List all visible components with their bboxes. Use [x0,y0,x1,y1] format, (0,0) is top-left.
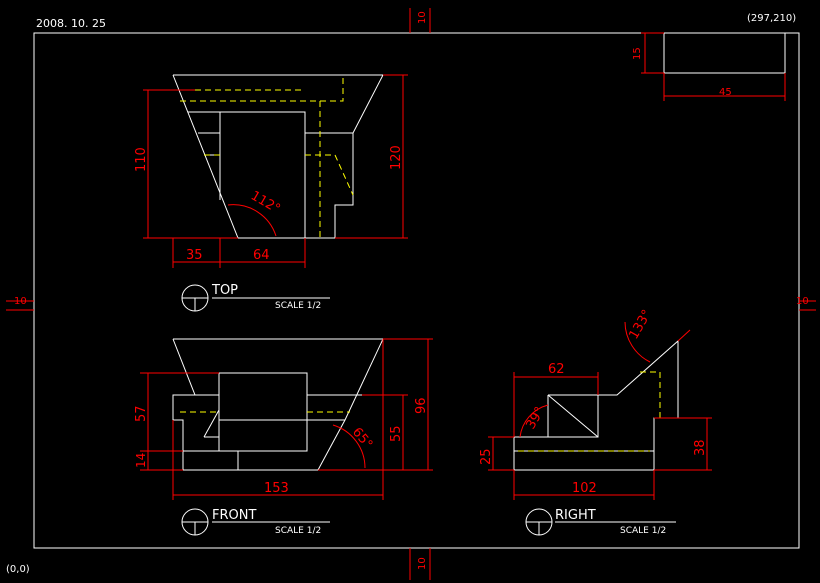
front-dim-57: 57 [134,405,149,422]
title-block: 15 45 [632,32,786,101]
front-dim-96: 96 [414,397,429,414]
front-dim-55: 55 [389,425,404,442]
front-view: 57 14 55 96 153 65° [134,338,433,500]
right-view-scale: SCALE 1/2 [620,526,666,536]
top-view-scale: SCALE 1/2 [275,301,321,311]
front-view-title: FRONT [212,508,256,523]
margin-left-label: 10 [14,296,27,307]
top-view-label: TOP SCALE 1/2 [181,283,330,312]
right-dim-102: 102 [572,481,597,496]
right-dim-25: 25 [479,448,494,465]
top-right-coordinate: (297,210) [747,13,796,24]
drawing-border [33,32,800,549]
top-dim-120: 120 [389,145,404,170]
margin-bottom-label: 10 [417,557,428,570]
top-view-title: TOP [211,283,238,298]
right-dim-38: 38 [693,439,708,456]
origin-coordinate: (0,0) [6,564,30,575]
top-dim-35: 35 [186,248,203,263]
front-view-label: FRONT SCALE 1/2 [181,508,330,536]
margin-markers [6,8,816,580]
top-dim-110: 110 [134,147,149,172]
front-dim-153: 153 [264,481,289,496]
top-dim-64: 64 [253,248,270,263]
drawing-date: 2008. 10. 25 [36,17,106,30]
margin-top-label: 10 [417,11,428,24]
top-view: 110 120 35 64 112° [134,74,408,268]
title-block-height-dim: 15 [632,47,643,60]
title-block-width-dim: 45 [719,87,732,98]
front-dim-14: 14 [134,453,148,468]
margin-right-label: 10 [796,296,809,307]
right-view-title: RIGHT [555,508,596,523]
front-view-scale: SCALE 1/2 [275,526,321,536]
right-view-label: RIGHT SCALE 1/2 [525,508,676,536]
right-dim-62: 62 [548,362,565,377]
